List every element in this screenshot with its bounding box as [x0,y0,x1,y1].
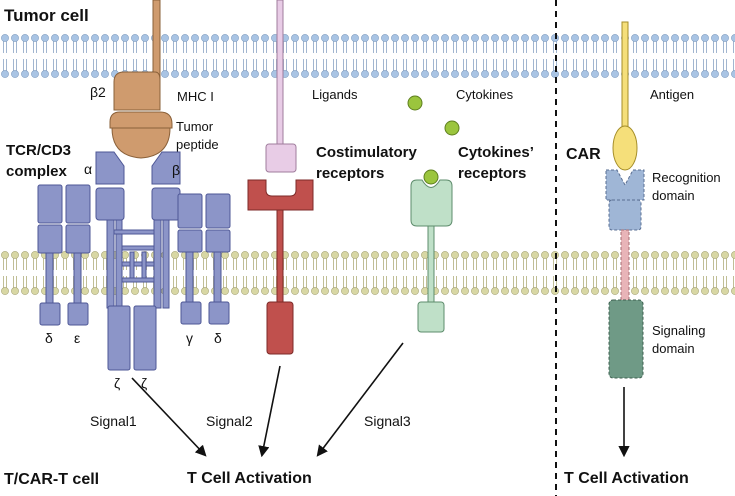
recognition-domain-label-1: Recognition [652,170,721,185]
cd3-zeta-chains [107,305,157,371]
tumor-cell-label: Tumor cell [4,6,89,25]
tumor-cell-membrane [0,34,735,78]
costimulatory-label-1: Costimulatory [316,144,418,161]
cytokine-receptor [410,179,453,333]
ligand [265,0,297,173]
tcr-complex-label-1: TCR/CD3 [6,142,71,159]
signal2-label: Signal2 [206,413,253,429]
mhc-label: MHC I [177,89,214,104]
signal3-arrow [316,342,404,457]
signal1-arrow [131,377,207,457]
cytokine-receptors-label-2: receptors [458,165,526,182]
car-recognition-domain [605,169,645,231]
delta-left-label: δ [45,330,53,346]
car-label: CAR [566,146,601,163]
ligands-label: Ligands [312,87,358,102]
costimulatory-receptor [247,179,314,355]
cytokine-particles [407,95,460,185]
cytokines-label: Cytokines [456,87,514,102]
tcr-complex-label-2: complex [6,163,68,180]
alpha-label: α [84,161,92,177]
signal3-label: Signal3 [364,413,411,429]
car-signaling-domain [608,299,644,379]
zeta-label-2: ζ [141,375,147,391]
epsilon-label: ε [74,330,80,346]
zeta-label-1: ζ [114,375,120,391]
signaling-domain-label-1: Signaling [652,323,706,338]
cd3-gamma-delta [177,193,231,325]
cytokine-receptors-label-1: Cytokines’ [458,144,534,161]
mhc-class-i [109,0,173,159]
costimulatory-label-2: receptors [316,165,384,182]
tcr-alpha-beta-chains [95,151,181,309]
beta-label: β [172,162,180,178]
tcar-cell-label: T/CAR-T cell [4,471,99,488]
gamma-label: γ [186,330,193,346]
arrows [131,342,630,458]
tumor-peptide-label-1: Tumor [176,119,214,134]
beta2-label: β2 [90,84,106,100]
antigen-label: Antigen [650,87,694,102]
t-cell-activation-label-left: T Cell Activation [187,470,312,487]
t-cell-activation-label-right: T Cell Activation [564,470,689,487]
cd3-delta-epsilon [37,184,91,326]
tumor-peptide-label-2: peptide [176,137,219,152]
recognition-domain-label-2: domain [652,188,695,203]
car-hinge-transmembrane [620,229,630,303]
delta-right-label: δ [214,330,222,346]
signaling-domain-label-2: domain [652,341,695,356]
antigen [612,21,638,171]
signal1-label: Signal1 [90,413,137,429]
signal2-arrow [258,365,281,458]
